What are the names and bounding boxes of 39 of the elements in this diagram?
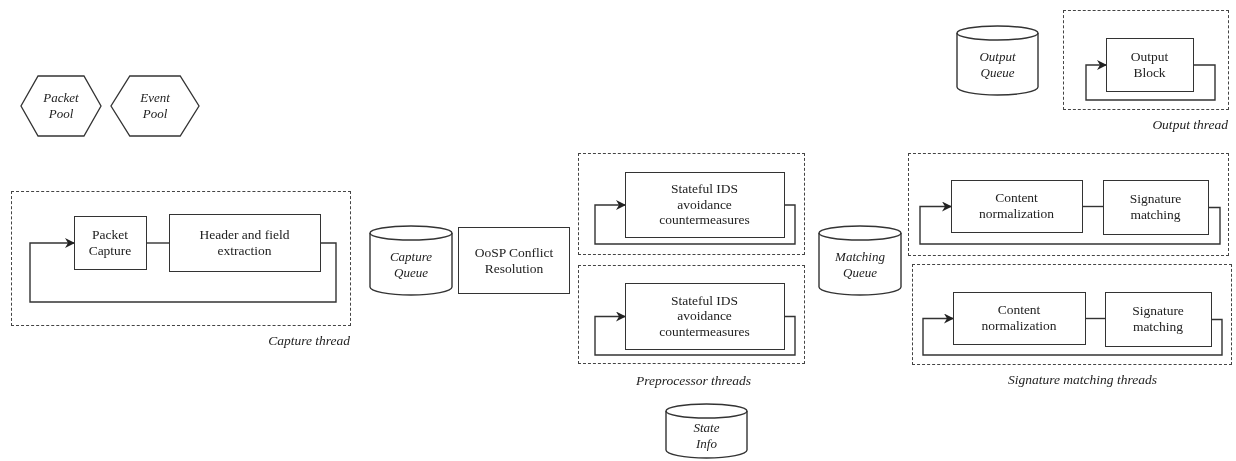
group-caption: Capture thread bbox=[268, 333, 350, 349]
process-box: OoSP Conflict Resolution bbox=[458, 227, 570, 294]
node-label: State Info bbox=[692, 418, 721, 452]
process-box: Signature matching bbox=[1102, 179, 1209, 235]
process-box: Stateful IDS avoidance countermeasures bbox=[624, 282, 785, 350]
node-label: Event Pool bbox=[139, 90, 171, 122]
thread-group bbox=[578, 153, 805, 255]
loop-arrow bbox=[1085, 60, 1216, 101]
queue-cylinder bbox=[665, 403, 748, 458]
process-box: Content normalization bbox=[950, 179, 1083, 233]
group-caption: Preprocessor threads bbox=[636, 373, 752, 389]
connector-line bbox=[146, 242, 170, 244]
loop-arrow bbox=[922, 313, 1223, 356]
loop-arrow bbox=[919, 201, 1221, 245]
loop-arrow bbox=[29, 238, 337, 303]
pool-hexagon bbox=[20, 75, 102, 137]
node-label: Capture Queue bbox=[388, 248, 434, 281]
thread-group bbox=[908, 153, 1229, 256]
connector-line bbox=[1082, 205, 1104, 208]
process-box: Header and field extraction bbox=[168, 213, 321, 272]
loop-arrow bbox=[594, 200, 796, 245]
node-label: Output Queue bbox=[978, 48, 1017, 81]
process-box: Output Block bbox=[1105, 37, 1194, 92]
process-box: Signature matching bbox=[1104, 291, 1212, 347]
connector-line bbox=[1085, 317, 1106, 320]
thread-group bbox=[578, 265, 805, 364]
process-box: Packet Capture bbox=[73, 215, 147, 270]
loop-arrow bbox=[594, 311, 796, 356]
queue-cylinder bbox=[369, 225, 453, 295]
group-caption: Signature matching threads bbox=[1008, 372, 1157, 388]
node-label: Packet Pool bbox=[42, 90, 80, 122]
group-caption: Output thread bbox=[1152, 117, 1228, 133]
process-box: Stateful IDS avoidance countermeasures bbox=[624, 171, 785, 238]
pool-hexagon bbox=[110, 75, 200, 137]
process-box: Content normalization bbox=[952, 291, 1086, 345]
queue-cylinder bbox=[818, 225, 902, 295]
queue-cylinder bbox=[956, 25, 1039, 95]
thread-group bbox=[912, 264, 1232, 365]
node-label: Matching Queue bbox=[834, 248, 886, 281]
